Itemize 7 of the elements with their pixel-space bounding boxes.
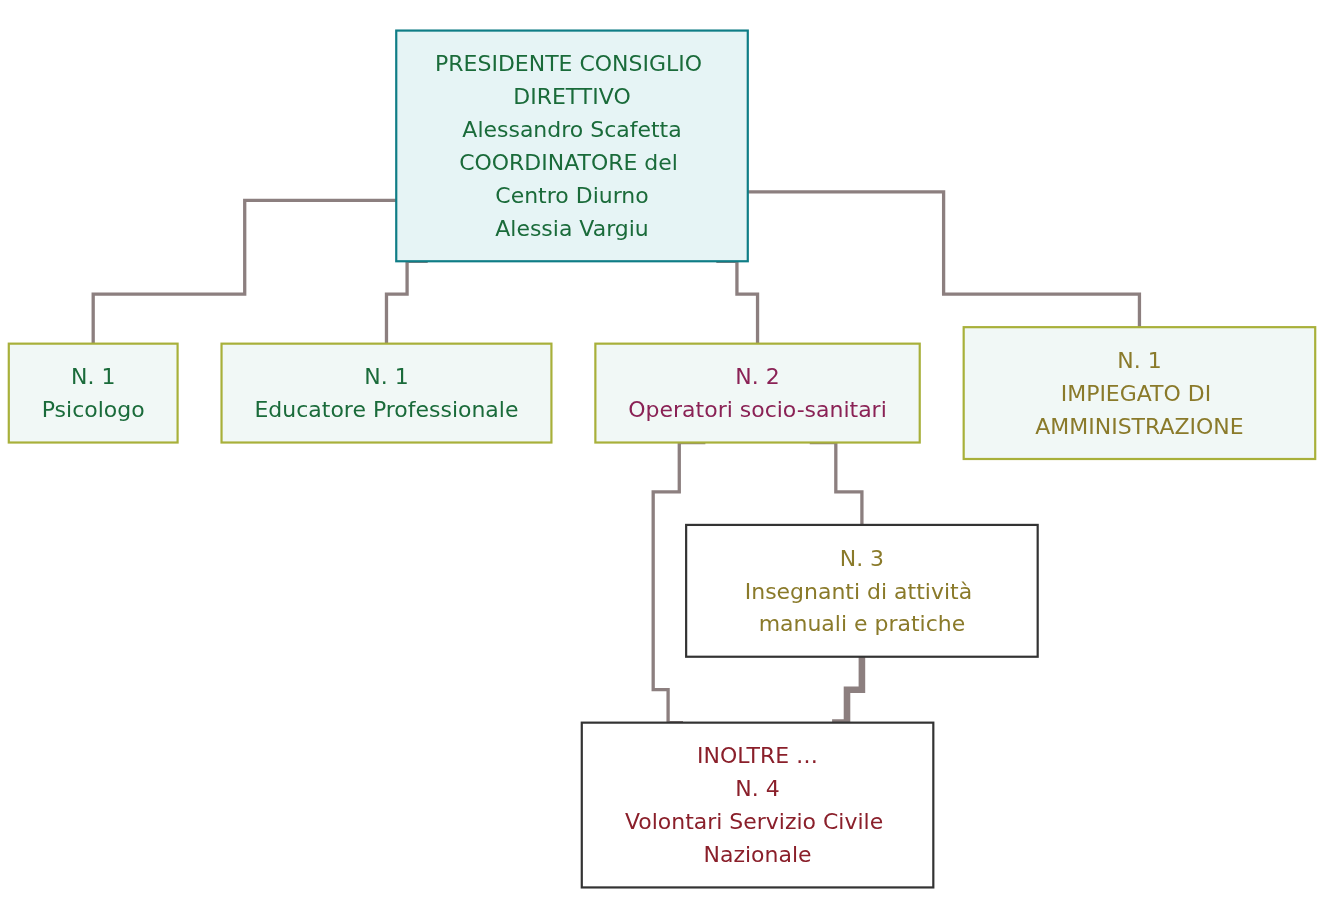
node-box: N. 1 IMPIEGATO DI AMMINISTRAZIONE — [962, 326, 1317, 461]
node-box: INOLTRE … N. 4 Volontari Servizio Civile Nazionale — [580, 721, 935, 889]
node-box: N. 1 Educatore Professionale — [220, 342, 553, 444]
node-box: N. 1 Psicologo — [7, 342, 179, 444]
node-box: N. 3 Insegnanti di attività manuali e pratiche — [685, 523, 1039, 658]
node-box: PRESIDENTE CONSIGLIO DIRETTIVO Alessandro Scafetta COORDINATORE del Centro Diurno Alessia Vargiu — [395, 29, 749, 263]
node-box: N. 2 Operatori socio-sanitari — [594, 342, 921, 444]
